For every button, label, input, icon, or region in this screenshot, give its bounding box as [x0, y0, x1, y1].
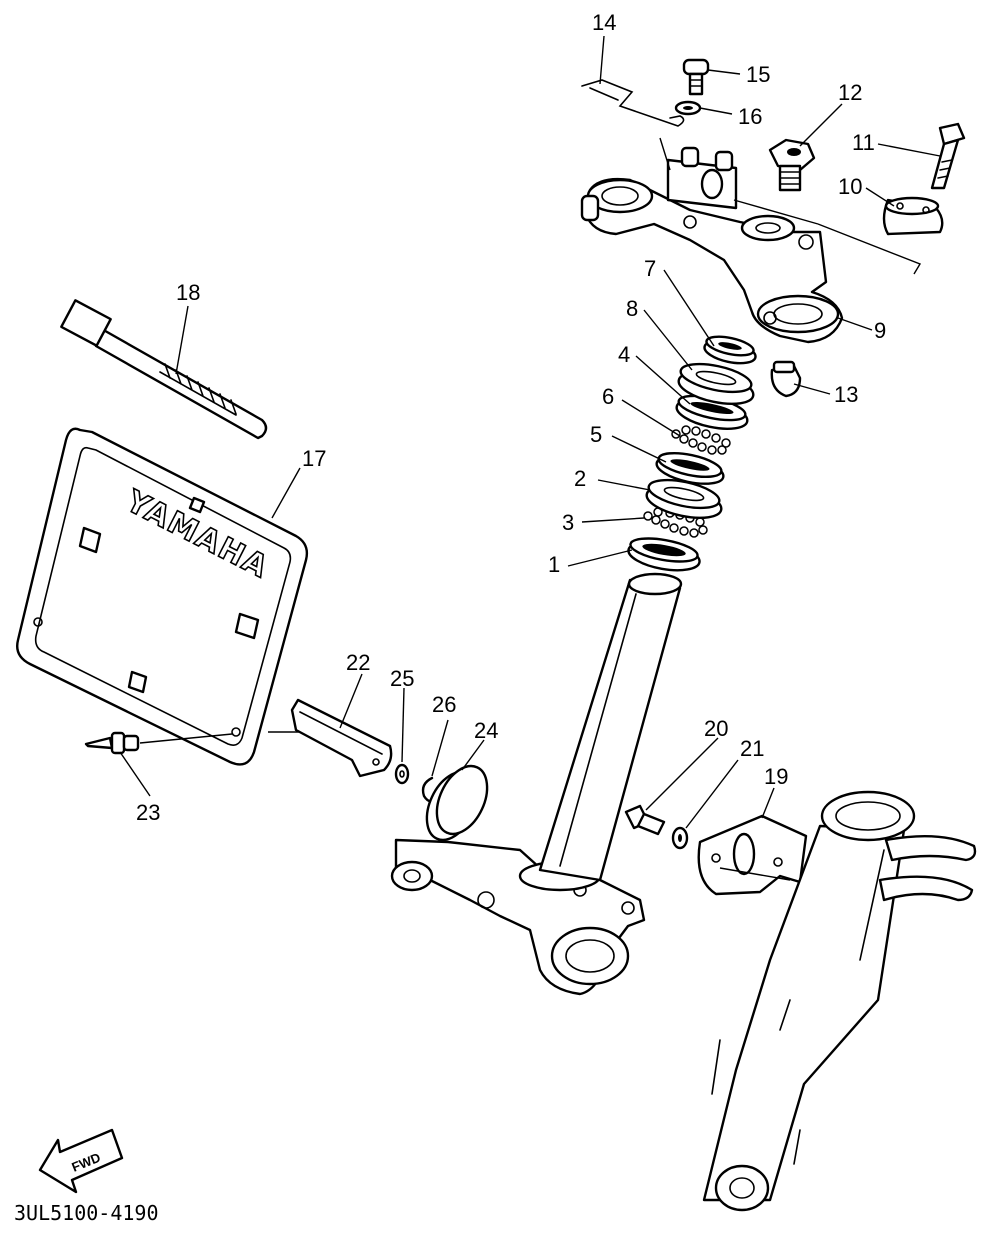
part-10-holder-cap [882, 196, 944, 236]
part-22-bracket [268, 698, 393, 778]
part-23-pin [84, 731, 233, 755]
part-steering-stem [538, 572, 683, 882]
callout-7: 7 [644, 256, 656, 281]
part-21-washer [671, 826, 689, 850]
callout-12: 12 [838, 80, 862, 105]
callout-4: 4 [618, 342, 630, 367]
callout-26: 26 [432, 692, 456, 717]
part-8-bearing-cover [677, 362, 755, 406]
callout-17: 17 [302, 446, 326, 471]
part-19-guide [697, 814, 808, 896]
forward-direction-arrow: FWD [38, 1128, 124, 1194]
diagram-reference-code: 3UL5100-4190 [14, 1201, 159, 1225]
part-2-bearing-race [645, 478, 723, 520]
part-13-cap-nut [770, 360, 802, 398]
part-6-ball-bearing-ring [671, 425, 731, 455]
callout-2: 2 [574, 466, 586, 491]
part-20-bolt [624, 804, 666, 836]
part-15-screw [682, 58, 710, 96]
part-18-cable-tie [60, 299, 268, 440]
callout-8: 8 [626, 296, 638, 321]
callout-23: 23 [136, 800, 160, 825]
lower-bracket-assembly [390, 838, 646, 996]
part-14-wire-clip [581, 79, 685, 171]
callout-20: 20 [704, 716, 728, 741]
callout-numbers: 14 15 16 12 11 10 7 9 8 13 4 6 5 2 3 1 1… [136, 10, 886, 825]
part-17-number-plate: YAMAHA [16, 427, 309, 766]
callout-3: 3 [562, 510, 574, 535]
callout-10: 10 [838, 174, 862, 199]
leader-lines [119, 35, 941, 829]
callout-1: 1 [548, 552, 560, 577]
part-11-bolt [930, 122, 966, 190]
callout-15: 15 [746, 62, 770, 87]
part-25-washer [394, 763, 410, 785]
callout-22: 22 [346, 650, 370, 675]
callout-19: 19 [764, 764, 788, 789]
part-7-ring-nut [703, 335, 757, 365]
callout-11: 11 [852, 130, 875, 155]
callout-18: 18 [176, 280, 200, 305]
part-9-upper-bracket [580, 146, 922, 344]
part-5-bearing-race [655, 451, 725, 485]
callout-14: 14 [592, 10, 616, 35]
part-16-washer [674, 100, 702, 116]
callout-16: 16 [738, 104, 762, 129]
part-24-cap [425, 764, 489, 842]
front-fork-tube [702, 790, 977, 1212]
callout-13: 13 [834, 382, 858, 407]
callout-9: 9 [874, 318, 886, 343]
callout-21: 21 [740, 736, 764, 761]
callout-6: 6 [602, 384, 614, 409]
part-1-seal [627, 537, 701, 572]
callout-24: 24 [474, 718, 498, 743]
part-12-plug-bolt [768, 138, 816, 192]
callout-25: 25 [390, 666, 414, 691]
callout-5: 5 [590, 422, 602, 447]
